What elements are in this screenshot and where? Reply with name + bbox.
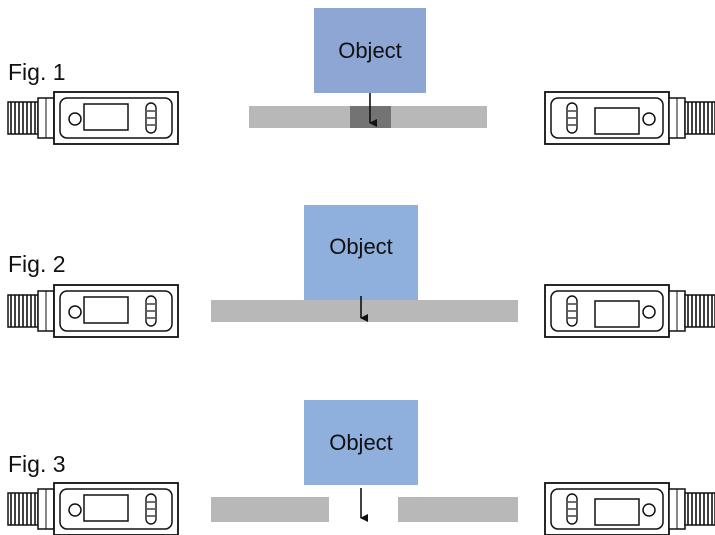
object-box	[314, 8, 426, 93]
sensor-emitter-icon	[7, 482, 179, 535]
light-beam-left-segment	[211, 497, 329, 522]
light-beam-right-segment	[398, 497, 518, 522]
object-box	[304, 205, 418, 300]
fig-2-label: Fig. 2	[8, 251, 66, 277]
figure-1: Fig. 1 Object	[7, 8, 715, 145]
sensor-receiver-icon	[544, 284, 715, 338]
object-label: Object	[329, 234, 393, 259]
sensor-emitter-icon	[7, 91, 179, 145]
figure-3: Fig. 3 Object	[7, 400, 715, 535]
light-beam	[211, 300, 518, 322]
sensor-emitter-icon	[7, 284, 179, 338]
object-label: Object	[329, 430, 393, 455]
sensor-receiver-icon	[544, 91, 715, 145]
object-box	[304, 400, 418, 485]
figure-2: Fig. 2 Object	[7, 205, 715, 338]
fig-1-label: Fig. 1	[8, 59, 66, 85]
sensor-receiver-icon	[544, 482, 715, 535]
fig-3-label: Fig. 3	[8, 451, 66, 477]
object-label: Object	[338, 38, 402, 63]
